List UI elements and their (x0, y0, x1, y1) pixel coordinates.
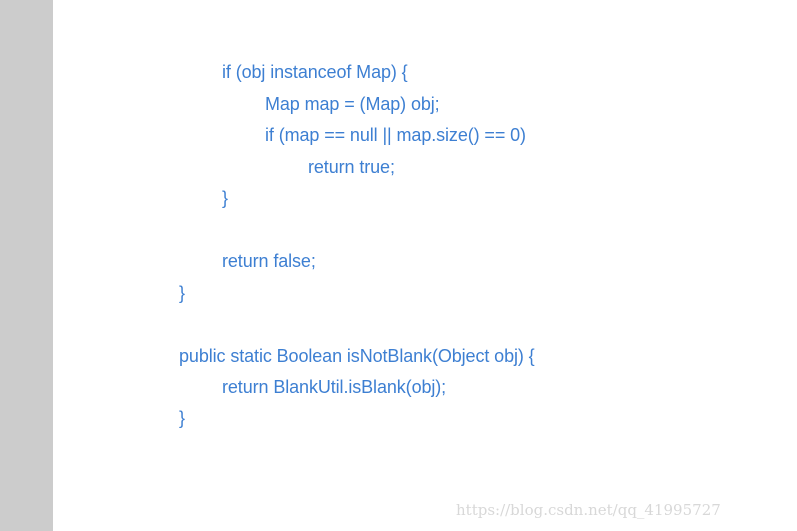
code-line: if (obj instanceof Map) { (222, 62, 408, 82)
left-gutter (0, 0, 53, 531)
code-line: public static Boolean isNotBlank(Object … (179, 346, 535, 366)
code-line: } (179, 283, 185, 303)
code-line: if (map == null || map.size() == 0) (265, 125, 526, 145)
code-line: Map map = (Map) obj; (265, 94, 440, 114)
code-line: return true; (308, 157, 395, 177)
code-line: } (179, 408, 185, 428)
code-line: } (222, 188, 228, 208)
code-line: return BlankUtil.isBlank(obj); (222, 377, 447, 397)
code-line: return false; (222, 251, 316, 271)
watermark-url: https://blog.csdn.net/qq_41995727 (456, 501, 721, 519)
